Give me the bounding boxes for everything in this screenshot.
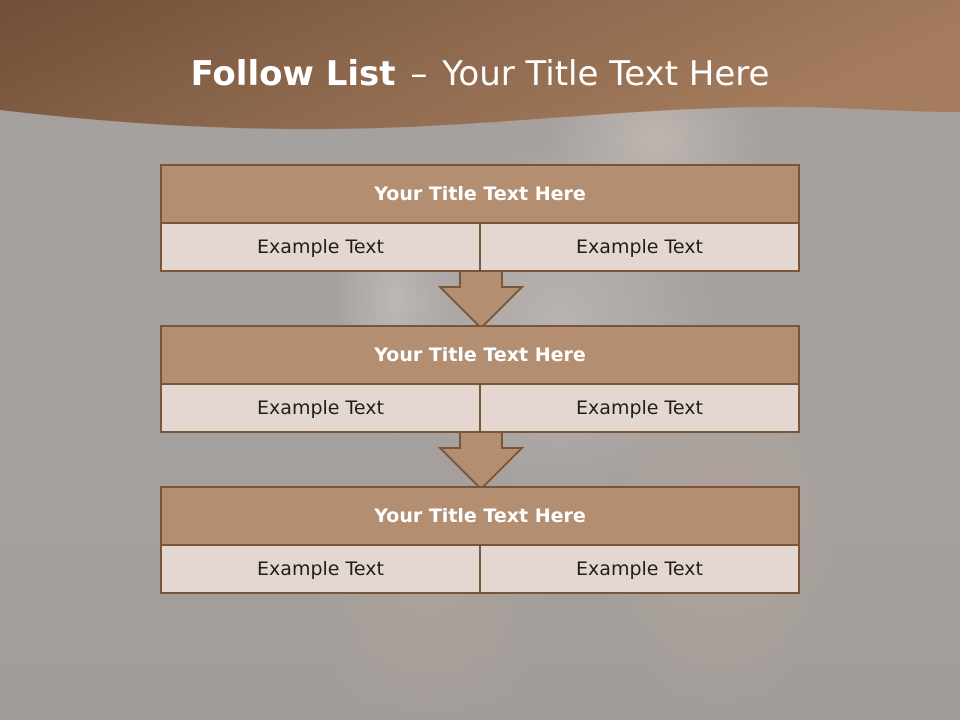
step-cell-right: Example Text [479, 385, 798, 431]
down-arrow-icon [438, 431, 524, 491]
slide-title: Follow List – Your Title Text Here [0, 54, 960, 94]
header-banner [0, 0, 960, 140]
step-cell-left: Example Text [162, 385, 479, 431]
slide-title-bold: Follow List [190, 54, 396, 94]
step-cell-left: Example Text [162, 224, 479, 270]
step-row: Example Text Example Text [162, 385, 798, 431]
step-title: Your Title Text Here [162, 166, 798, 224]
step-title: Your Title Text Here [162, 327, 798, 385]
step-row: Example Text Example Text [162, 224, 798, 270]
slide-title-dash: – [410, 54, 428, 94]
step-block-1: Your Title Text Here Example Text Exampl… [160, 164, 800, 272]
step-cell-right: Example Text [479, 224, 798, 270]
step-title: Your Title Text Here [162, 488, 798, 546]
down-arrow-icon [438, 270, 524, 330]
step-row: Example Text Example Text [162, 546, 798, 592]
step-block-2: Your Title Text Here Example Text Exampl… [160, 325, 800, 433]
step-block-3: Your Title Text Here Example Text Exampl… [160, 486, 800, 594]
step-cell-right: Example Text [479, 546, 798, 592]
slide-title-rest: Your Title Text Here [442, 54, 770, 94]
step-cell-left: Example Text [162, 546, 479, 592]
